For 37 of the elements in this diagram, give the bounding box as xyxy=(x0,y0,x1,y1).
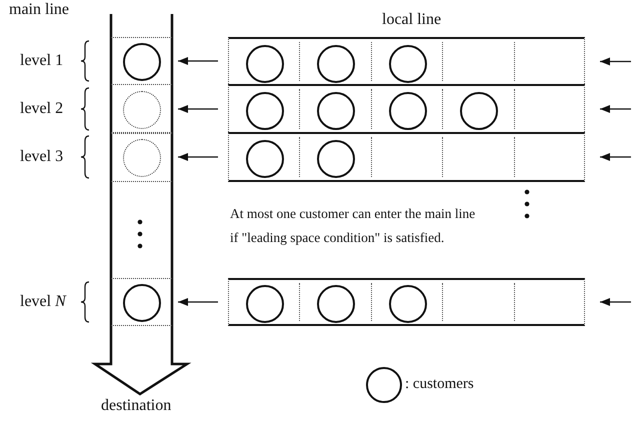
arrow xyxy=(600,105,631,113)
level-label: level 1 xyxy=(20,53,64,69)
local-line-queue xyxy=(228,84,585,134)
destination-label: destination xyxy=(101,398,172,414)
customer-circle xyxy=(317,44,356,82)
local-line-queue xyxy=(228,37,585,86)
customer-circle xyxy=(388,92,426,130)
level-label: level 2 xyxy=(20,101,64,117)
arrow xyxy=(178,153,218,161)
line-title: main line xyxy=(9,2,69,18)
legend-label: : customers xyxy=(405,377,474,392)
customer-circle xyxy=(122,43,160,81)
arrow xyxy=(600,153,631,161)
arrow xyxy=(600,298,631,306)
customer-circle xyxy=(246,92,284,130)
customer-circle xyxy=(246,285,284,323)
customer-circle xyxy=(317,285,356,323)
customer-circle xyxy=(246,140,284,178)
arrow xyxy=(178,105,218,113)
customer-circle xyxy=(122,284,160,322)
local-line-queue xyxy=(228,278,585,326)
customer-circle xyxy=(317,92,356,130)
level-label: level N xyxy=(20,294,66,310)
arrow xyxy=(178,298,218,306)
local-line-queue xyxy=(228,132,585,182)
customer-circle xyxy=(246,44,284,82)
level-slot xyxy=(111,278,172,326)
customer-circle xyxy=(317,140,356,178)
level-slot xyxy=(111,132,172,182)
customer-circle xyxy=(388,285,426,323)
local-line-title: local line xyxy=(382,12,442,28)
level-label: level 3 xyxy=(20,149,64,165)
note-text: At most one customer can enter the main line if "leading space condition" is satisfied. xyxy=(230,205,476,247)
arrow xyxy=(600,58,631,66)
customer-circle xyxy=(388,44,426,82)
customer-circle xyxy=(460,92,498,130)
arrow xyxy=(178,57,218,65)
